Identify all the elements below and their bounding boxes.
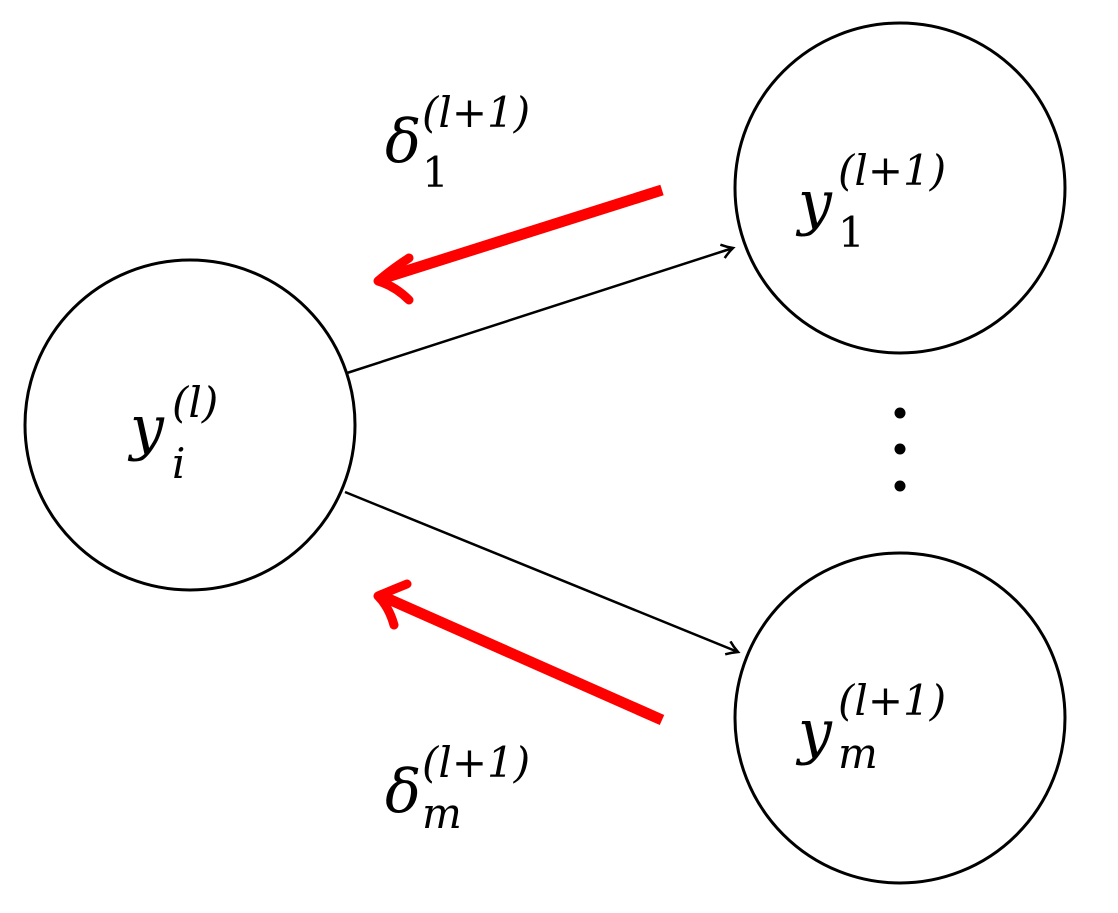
- node-source: [23, 258, 357, 592]
- svg-text:y: y: [795, 168, 833, 238]
- svg-text:y: y: [127, 393, 165, 463]
- edge-source-to-last: [344, 490, 741, 656]
- svg-text:(l+1): (l+1): [838, 676, 946, 725]
- svg-text:1: 1: [838, 208, 865, 257]
- node-target-last: [733, 551, 1067, 885]
- svg-text:1: 1: [422, 148, 449, 197]
- vertical-ellipsis: [894, 407, 906, 492]
- svg-text:y: y: [795, 697, 833, 767]
- svg-text:m: m: [838, 729, 878, 778]
- backprop-arrow-last: [373, 579, 665, 726]
- svg-text:δ: δ: [385, 107, 421, 177]
- svg-text:(l+1): (l+1): [838, 146, 946, 195]
- label-target-first: y 1 (l+1): [795, 146, 946, 257]
- backprop-arrow-first: [373, 184, 664, 305]
- label-delta-first: δ 1 (l+1): [385, 88, 530, 197]
- label-delta-last: δ m (l+1): [385, 738, 530, 838]
- svg-text:(l+1): (l+1): [422, 738, 530, 787]
- svg-text:δ: δ: [385, 757, 421, 827]
- svg-text:m: m: [422, 789, 462, 838]
- svg-text:(l): (l): [172, 378, 218, 427]
- node-target-first: [733, 21, 1067, 355]
- svg-text:(l+1): (l+1): [422, 88, 530, 137]
- svg-text:i: i: [172, 439, 185, 488]
- label-target-last: y m (l+1): [795, 676, 946, 778]
- edge-source-to-first: [346, 243, 736, 375]
- label-source: y i (l): [127, 378, 218, 488]
